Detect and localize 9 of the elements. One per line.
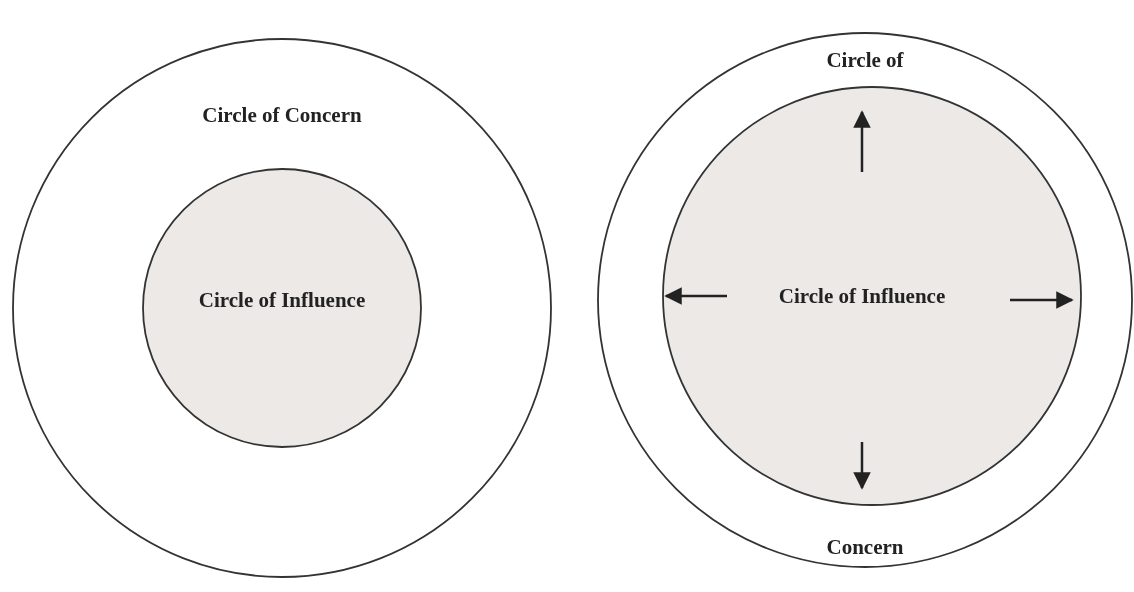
circle-shape — [142, 168, 422, 448]
circle-shape — [12, 38, 552, 578]
circle-label: Circle of Concern — [202, 102, 362, 128]
circle-label: Circle of — [826, 47, 904, 73]
circle-label: Circle of Influence — [778, 283, 946, 309]
circle-shape — [662, 86, 1082, 506]
circle-label: Circle of Influence — [198, 287, 366, 313]
circle-shape — [597, 32, 1133, 568]
circle-label: Concern — [826, 534, 904, 560]
